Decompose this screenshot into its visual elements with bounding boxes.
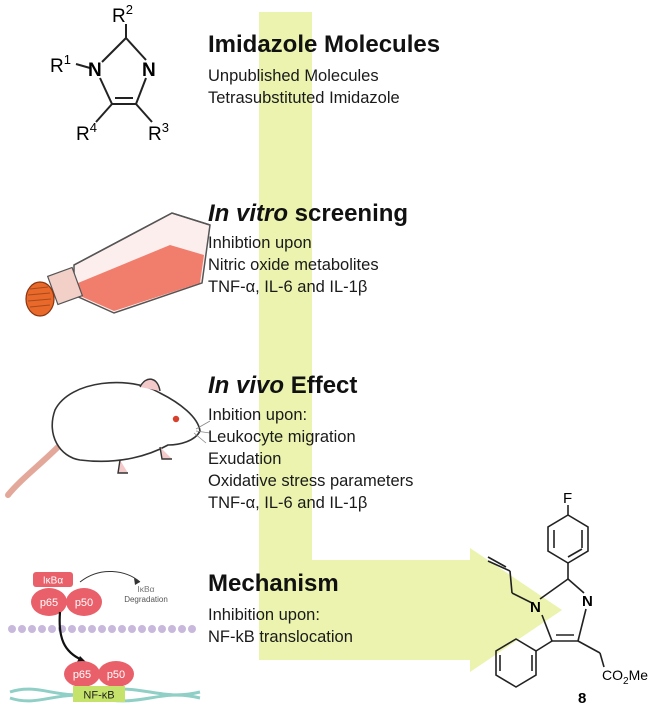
degradation-arrow xyxy=(79,570,141,583)
section-line: Inhibition upon: xyxy=(208,606,320,624)
r2-label: R2 xyxy=(112,2,133,27)
ester-label: CO2Me xyxy=(602,667,648,687)
section-line: Leukocyte migration xyxy=(208,428,356,446)
r4-label: R4 xyxy=(76,120,97,145)
translocation-arrow xyxy=(58,611,83,662)
n1-label: N xyxy=(88,60,102,81)
compound-8-structure: F N N CO2Me 8 xyxy=(487,490,648,707)
imidazole-scaffold-structure: R2 R1 N N R4 R3 xyxy=(50,2,169,145)
section-line: Unpublished Molecules xyxy=(208,67,379,85)
p50-label: p50 xyxy=(75,597,93,609)
p50-nuclear-label: p50 xyxy=(107,669,125,681)
p65-nuclear-label: p65 xyxy=(73,669,91,681)
section-line: TNF-α, IL-6 and IL-1β xyxy=(208,494,368,512)
n3-compound-label: N xyxy=(582,593,593,610)
membrane xyxy=(8,625,196,633)
section-line: Oxidative stress parameters xyxy=(208,472,414,490)
section-title-in-vivo: In vivo Effect xyxy=(208,372,358,399)
section-line: Exudation xyxy=(208,450,282,468)
section-line: TNF-α, IL-6 and IL-1β xyxy=(208,278,368,296)
degradation-label: Degradation xyxy=(124,595,168,604)
r3-label: R3 xyxy=(148,120,169,145)
section-title-mechanism: Mechanism xyxy=(208,570,339,597)
ikba-box xyxy=(33,572,73,587)
ikba-small-label: IκBα xyxy=(137,584,154,594)
section-line: Tetrasubstituted Imidazole xyxy=(208,89,400,107)
p50-blob xyxy=(66,588,102,616)
nfkb-label: NF-κB xyxy=(83,690,114,702)
r1-label: R1 xyxy=(50,52,71,77)
p65-label: p65 xyxy=(40,597,58,609)
compound-number-label: 8 xyxy=(578,690,586,707)
n1-compound-label: N xyxy=(530,599,541,616)
rat-illustration xyxy=(5,378,210,498)
ikba-label: IκBα xyxy=(43,576,63,587)
section-line: Inhibtion upon xyxy=(208,234,312,252)
section-line: NF-kB translocation xyxy=(208,628,353,646)
fluoro-label: F xyxy=(563,490,572,507)
nfkb-mechanism-illustration: IκBα p65 p50 IκBα Degradation p65 p50 NF… xyxy=(8,570,201,703)
p65-blob xyxy=(31,588,67,616)
section-title-imidazole: Imidazole Molecules xyxy=(208,31,441,58)
n3-label: N xyxy=(142,60,156,81)
section-line: Nitric oxide metabolites xyxy=(208,256,379,274)
section-title-in-vitro: In vitro screening xyxy=(208,200,409,227)
section-line: Inbition upon: xyxy=(208,406,308,424)
culture-flask-illustration xyxy=(25,212,211,317)
nfkb-box xyxy=(73,686,125,702)
